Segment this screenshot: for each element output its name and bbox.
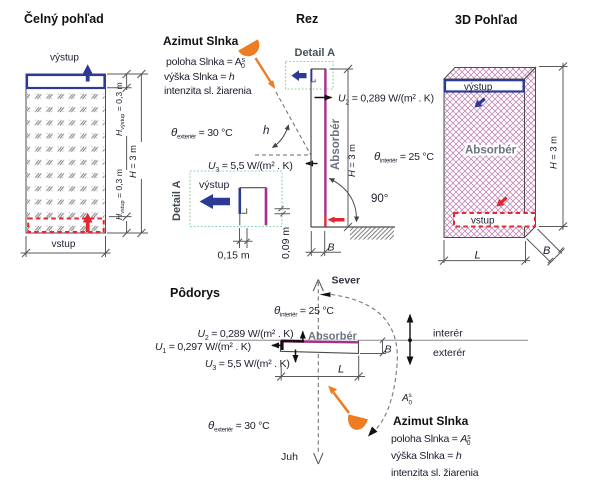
svg-text:vstup: vstup <box>52 239 76 250</box>
svg-text:U2 = 0,289 W/(m² . K): U2 = 0,289 W/(m² . K) <box>338 93 434 107</box>
svg-text:B: B <box>385 344 392 356</box>
svg-text:Pôdorys: Pôdorys <box>170 286 220 300</box>
svg-text:U3 = 5,5 W/(m² . K): U3 = 5,5 W/(m² . K) <box>208 160 293 174</box>
svg-text:výstup: výstup <box>50 53 79 64</box>
svg-text:exterér: exterér <box>433 347 466 359</box>
svg-text:L: L <box>338 364 344 376</box>
svg-text:A: A <box>401 393 409 404</box>
svg-text:poloha Slnka = As0: poloha Slnka = As0 <box>391 433 471 447</box>
svg-text:H = 3 m: H = 3 m <box>549 136 559 169</box>
svg-text:0: 0 <box>409 400 413 407</box>
svg-text:Hvýstup = 0,3 m: Hvýstup = 0,3 m <box>114 82 126 136</box>
svg-text:Sever: Sever <box>332 275 361 287</box>
svg-text:Hvstup = 0,3 m: Hvstup = 0,3 m <box>114 169 126 220</box>
svg-text:Juh: Juh <box>281 451 298 463</box>
svg-text:U1 = 0,297 W/(m² . K): U1 = 0,297 W/(m² . K) <box>155 341 251 355</box>
svg-text:Detail A: Detail A <box>295 47 336 59</box>
svg-text:0,09 m: 0,09 m <box>280 227 292 259</box>
svg-text:H = 3 m: H = 3 m <box>347 144 357 177</box>
svg-text:Detail A: Detail A <box>171 180 183 221</box>
svg-text:vstup: vstup <box>471 216 495 227</box>
svg-text:výstup: výstup <box>464 82 493 93</box>
svg-text:B: B <box>328 242 335 254</box>
svg-text:Rez: Rez <box>296 12 318 26</box>
svg-text:interér: interér <box>433 328 463 340</box>
svg-text:intenzita sl. žiarenia: intenzita sl. žiarenia <box>164 85 252 97</box>
svg-text:U2 = 0,289 W/(m² . K): U2 = 0,289 W/(m² . K) <box>198 328 294 342</box>
svg-text:0,15 m: 0,15 m <box>218 250 250 262</box>
svg-text:L: L <box>475 250 481 262</box>
svg-text:výška Slnka = h: výška Slnka = h <box>391 450 462 462</box>
svg-text:intenzita sl. žiarenia: intenzita sl. žiarenia <box>391 467 479 479</box>
svg-text:Absorbér: Absorbér <box>308 331 358 343</box>
svg-text:s: s <box>409 392 413 399</box>
svg-text:Azimut Slnka: Azimut Slnka <box>393 414 469 428</box>
svg-text:výška Slnka = h: výška Slnka = h <box>164 71 235 83</box>
svg-text:B: B <box>543 245 550 257</box>
svg-text:výstup: výstup <box>199 179 230 191</box>
svg-text:U3 = 5,5 W/(m² . K): U3 = 5,5 W/(m² . K) <box>205 358 290 372</box>
svg-text:poloha Slnka = As0: poloha Slnka = As0 <box>166 56 246 70</box>
svg-text:h: h <box>263 125 269 137</box>
svg-text:Absorbér: Absorbér <box>465 145 517 157</box>
svg-text:θexteriér = 30 °C: θexteriér = 30 °C <box>171 127 233 141</box>
svg-text:θinteriér = 25 °C: θinteriér = 25 °C <box>374 151 434 165</box>
svg-text:Absorbér: Absorbér <box>330 118 342 170</box>
svg-text:3D Pohľad: 3D Pohľad <box>455 13 517 27</box>
svg-text:H = 3 m: H = 3 m <box>128 145 138 178</box>
svg-text:90°: 90° <box>371 193 388 205</box>
svg-text:Azimut Slnka: Azimut Slnka <box>163 34 239 48</box>
svg-text:θinteriér = 25 °C: θinteriér = 25 °C <box>274 305 334 319</box>
svg-text:θexteriér = 30 °C: θexteriér = 30 °C <box>208 420 270 434</box>
svg-text:Čelný pohľad: Čelný pohľad <box>24 11 104 26</box>
